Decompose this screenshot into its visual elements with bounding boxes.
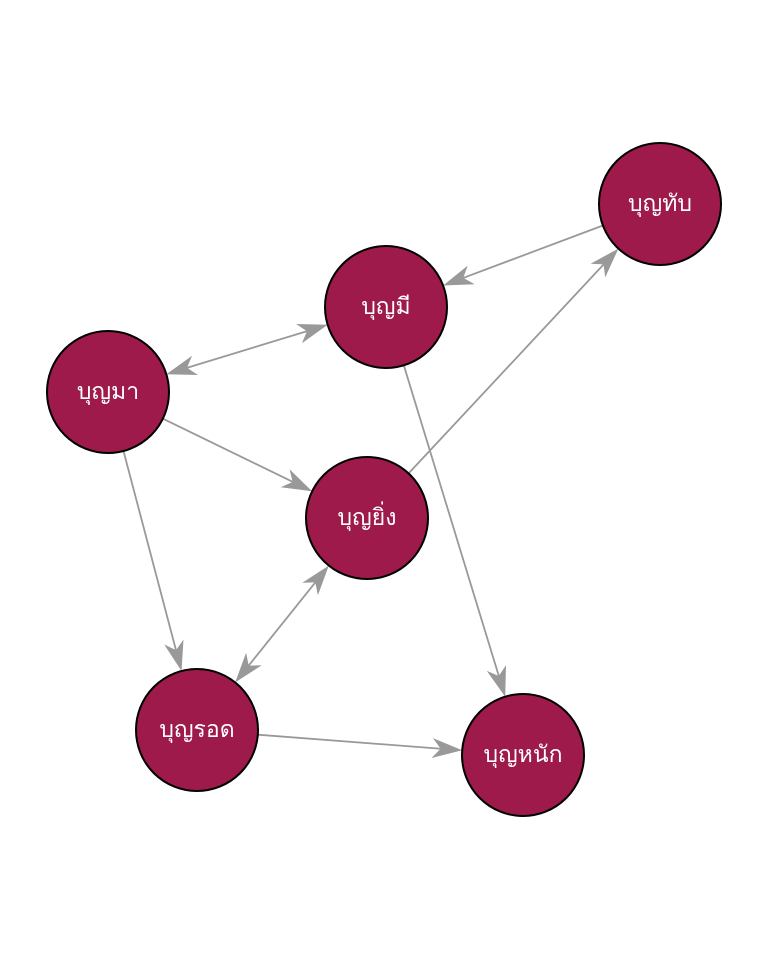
node-circle (135, 668, 259, 792)
edge-n3-n5 (122, 450, 178, 654)
node-label: บุญมา (77, 379, 139, 405)
node-circle (598, 142, 722, 266)
edge-n2-n6 (402, 365, 501, 680)
arrowhead-n3-n5 (164, 639, 184, 671)
edges-layer (122, 224, 607, 750)
arrowheads-layer (164, 248, 619, 758)
node-n6[interactable]: บุญหนัก (461, 693, 585, 817)
arrowhead-n3-n4 (280, 469, 313, 492)
node-label: บุญหนัก (483, 742, 562, 768)
node-circle (305, 456, 429, 580)
edge-n3-n2 (183, 329, 311, 370)
arrowhead-n1-n2 (443, 265, 475, 286)
node-label: บุญยิ่ง (338, 501, 397, 531)
edge-n1-n2 (459, 224, 604, 281)
node-n3[interactable]: บุญมา (46, 330, 170, 454)
node-circle (46, 330, 170, 454)
arrowhead-n5-n4 (302, 565, 329, 596)
node-label: บุญทับ (628, 191, 692, 217)
arrowhead-n2-n3 (166, 355, 198, 375)
arrowhead-n3-n2 (296, 324, 328, 344)
node-n5[interactable]: บุญรอด (135, 668, 259, 792)
node-n4[interactable]: บุญยิ่ง (305, 456, 429, 580)
arrowhead-n5-n6 (431, 738, 463, 758)
node-n2[interactable]: บุญมี (324, 245, 448, 369)
node-label: บุญมี (361, 294, 410, 320)
arrowhead-n4-n1 (590, 248, 619, 278)
arrowhead-n4-n5 (235, 652, 262, 683)
edge-n3-n4 (162, 417, 297, 485)
node-label: บุญรอด (159, 717, 234, 743)
edge-n4-n1 (407, 261, 607, 475)
node-circle (324, 245, 448, 369)
node-circle (461, 693, 585, 817)
edge-n5-n6 (257, 733, 445, 750)
node-n1[interactable]: บุญทับ (598, 142, 722, 266)
arrowhead-n2-n6 (486, 665, 506, 697)
edge-n5-n4 (245, 579, 319, 669)
